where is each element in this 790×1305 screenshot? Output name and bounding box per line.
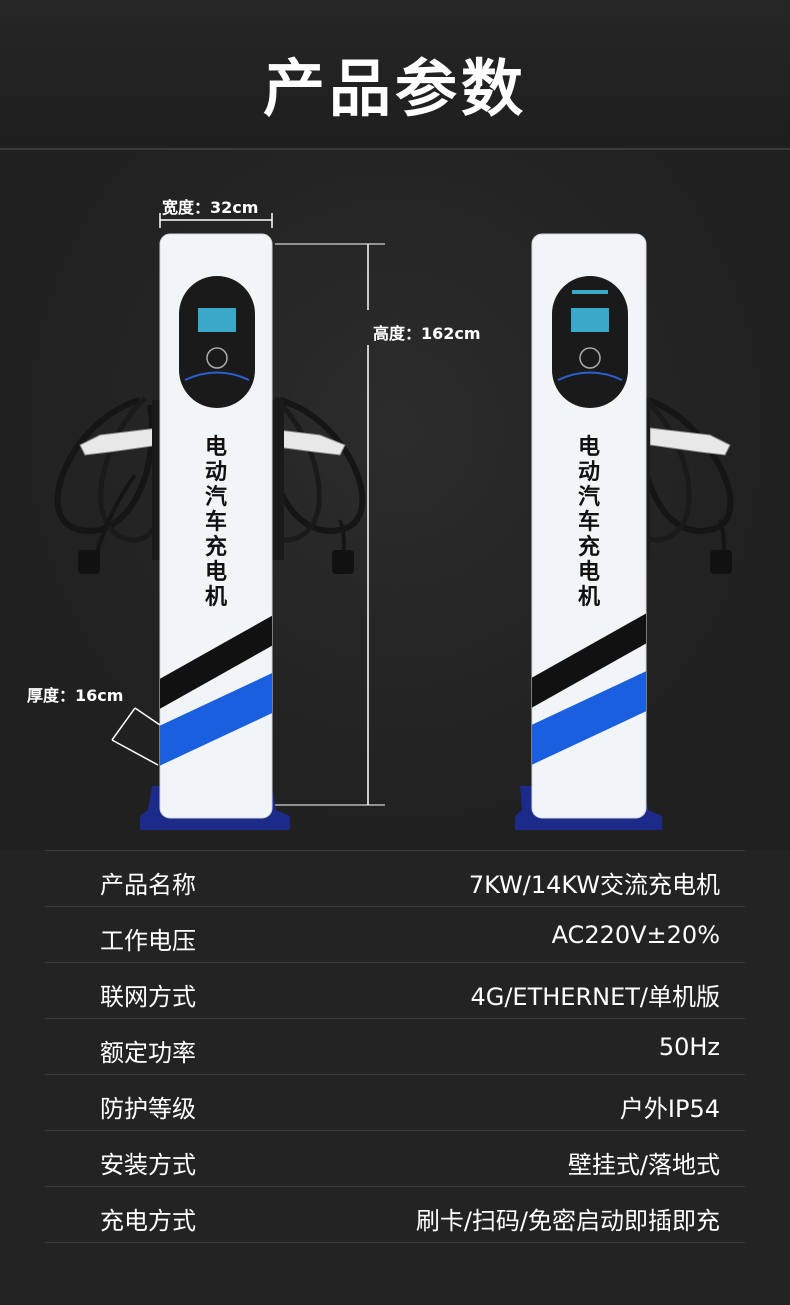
charger-double-gun: 电 动 汽 车 充 电 机 [54,233,366,830]
vertical-char: 电 [205,435,227,460]
width-label: 宽度：32cm [162,198,259,217]
page-header: 产品参数 [0,0,790,150]
dimension-lines [111,213,385,806]
spec-row: 额定功率 50Hz [45,1018,745,1074]
depth-label: 厚度：16cm [27,686,124,705]
cable-plug-left [78,550,100,574]
vertical-char: 汽 [205,484,227,510]
spec-label: 产品名称 [100,871,196,899]
spec-row: 安装方式 壁挂式/落地式 [45,1130,745,1186]
vertical-char: 机 [205,585,227,610]
spec-row: 联网方式 4G/ETHERNET/单机版 [45,962,745,1018]
spec-value: AC220V±20% [551,921,720,949]
page-title: 产品参数 [262,52,527,125]
spec-label: 额定功率 [100,1039,196,1067]
spec-value: 刷卡/扫码/免密启动即插即充 [415,1207,720,1235]
cable-plug-right [332,550,354,574]
height-label: 高度：162cm [373,324,481,343]
charger-vertical-text: 电 动 汽 车 充 电 机 [205,435,227,610]
product-image-area: 宽度：32cm 高度：162cm 厚度：16cm [0,150,790,850]
vertical-char: 车 [578,509,600,535]
spec-label: 防护等级 [100,1095,196,1123]
spec-row: 产品名称 7KW/14KW交流充电机 [45,850,745,906]
vertical-char: 电 [578,560,600,585]
nfc-icon [579,347,601,369]
vertical-char: 充 [205,534,227,560]
spec-value: 4G/ETHERNET/单机版 [470,983,720,1011]
spec-row: 防护等级 户外IP54 [45,1074,745,1130]
vertical-char: 汽 [578,484,600,510]
vertical-char: 电 [578,435,600,460]
spec-label: 充电方式 [100,1207,196,1235]
spec-row: 充电方式 刷卡/扫码/免密启动即插即充 [45,1186,745,1243]
spec-row: 工作电压 AC220V±20% [45,906,745,962]
display-panel [552,276,628,408]
charger-single-gun: 电 动 汽 车 充 电 机 [515,233,734,830]
vertical-char: 充 [578,534,600,560]
vertical-char: 机 [578,585,600,610]
spec-label: 联网方式 [100,983,196,1011]
vertical-char: 动 [578,460,600,485]
spec-label: 工作电压 [100,927,196,955]
display-panel [179,276,255,408]
vertical-char: 车 [205,509,227,535]
cable-plug [710,550,732,574]
spec-value: 壁挂式/落地式 [567,1151,720,1179]
spec-value: 户外IP54 [619,1095,720,1123]
screen [571,308,609,332]
nfc-icon [206,347,228,369]
vertical-char: 电 [205,560,227,585]
spec-table: 产品名称 7KW/14KW交流充电机 工作电压 AC220V±20% 联网方式 … [45,850,745,1243]
spec-value: 7KW/14KW交流充电机 [468,871,720,899]
spec-label: 安装方式 [100,1151,196,1179]
vertical-char: 动 [205,460,227,485]
screen [198,308,236,332]
charger-vertical-text: 电 动 汽 车 充 电 机 [578,435,600,610]
spec-value: 50Hz [658,1033,720,1061]
